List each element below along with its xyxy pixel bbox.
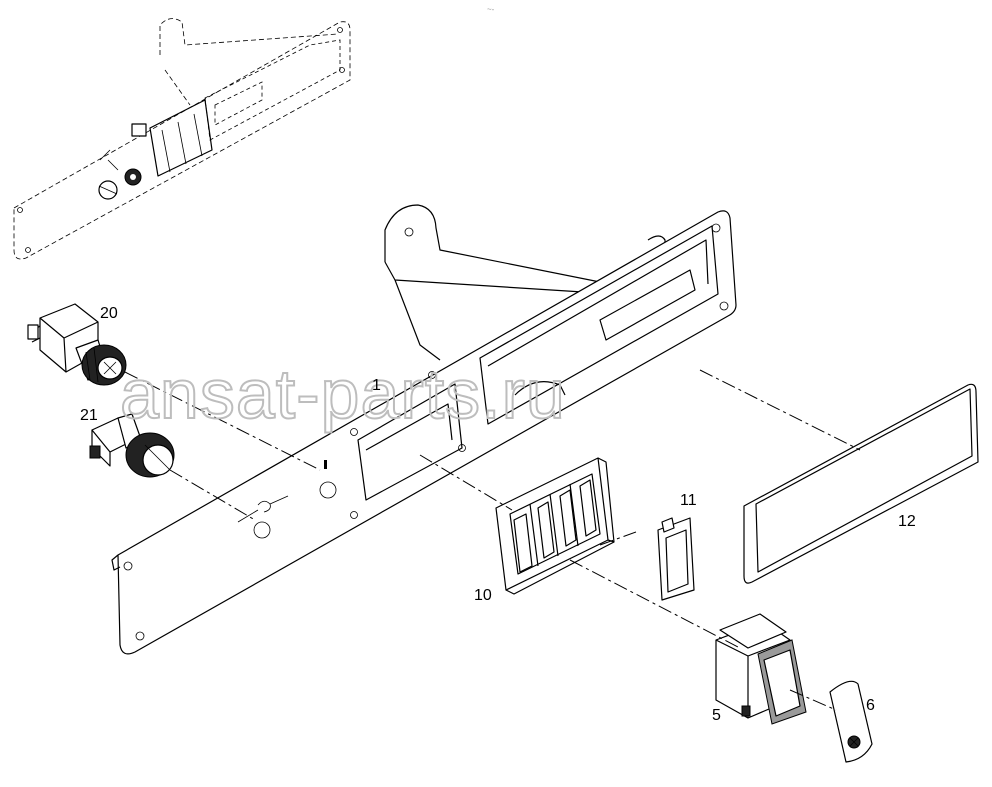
callout-5: 5 — [712, 707, 721, 724]
callout-21: 21 — [80, 407, 98, 424]
callout-1: 1 — [372, 377, 381, 394]
part-21-knob-switch — [89, 413, 175, 478]
watermark-text: ansat-parts.ru — [120, 355, 566, 433]
callout-6: 6 — [866, 697, 875, 714]
part-20-rotary-switch — [27, 303, 127, 386]
callout-11: 11 — [680, 492, 697, 509]
assembly-overview — [13, 18, 351, 260]
header-mark: ~- — [487, 5, 495, 14]
dashboard-panel — [111, 204, 737, 655]
part-5-rocker-switch — [715, 613, 807, 725]
callout-12: 12 — [898, 513, 916, 530]
part-10-switch-frame — [495, 457, 615, 595]
part-6-switch-cap — [829, 680, 873, 763]
callout-20: 20 — [100, 305, 118, 322]
callout-10: 10 — [474, 587, 492, 604]
assembly-lines — [124, 369, 861, 711]
part-12-display-lens — [743, 383, 979, 584]
part-11-blank-plug — [657, 517, 695, 601]
